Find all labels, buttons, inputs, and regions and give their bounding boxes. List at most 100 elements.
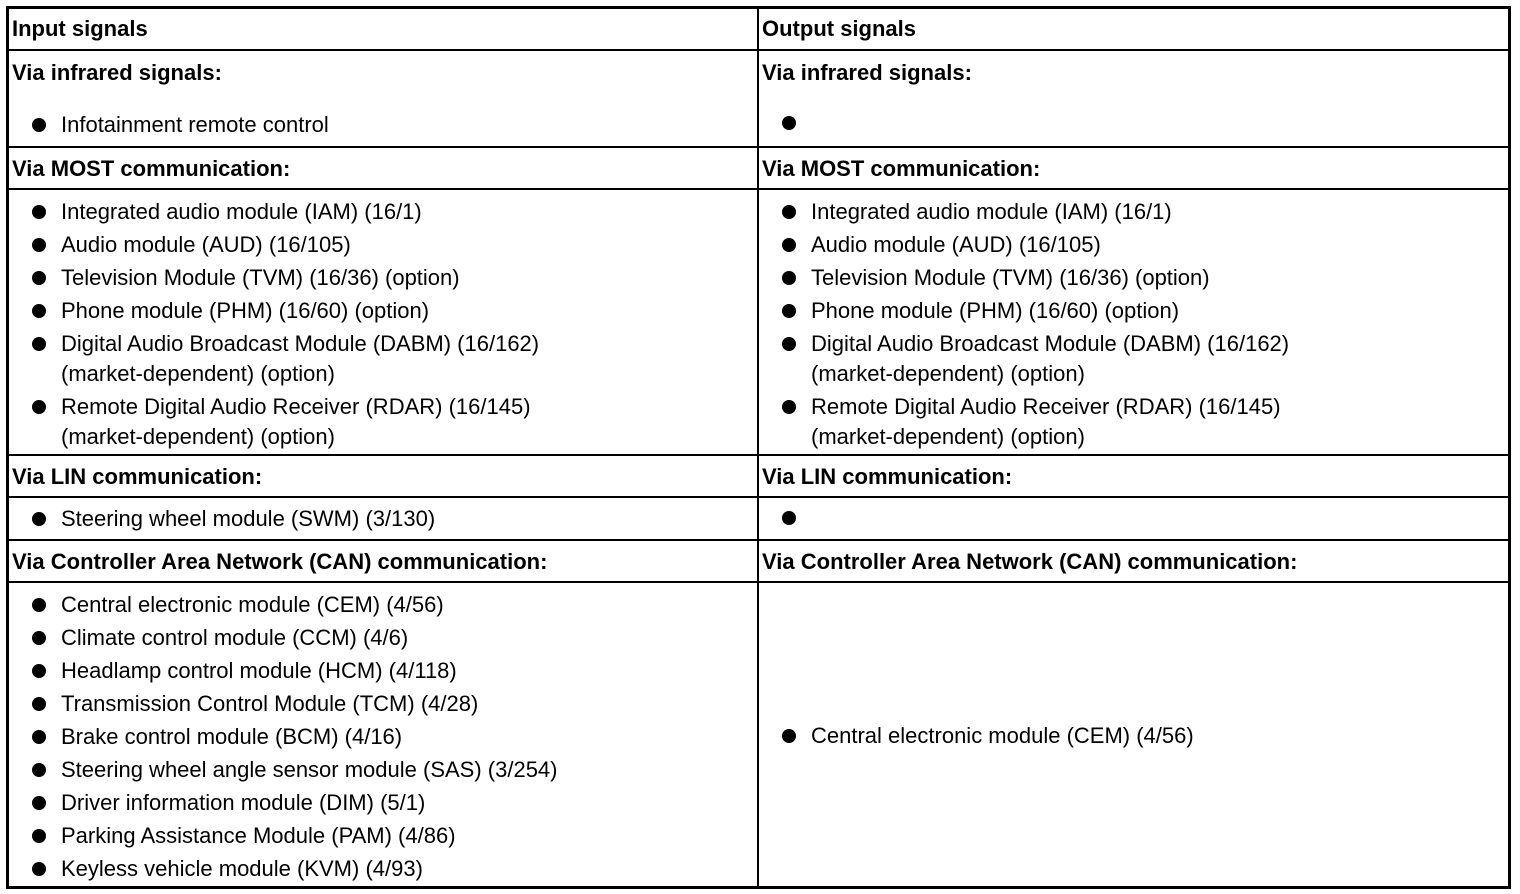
infrared-output-title: Via infrared signals: — [762, 60, 972, 85]
row-divider — [9, 539, 1508, 541]
bullet-icon — [32, 631, 46, 645]
list-item-text: Integrated audio module (IAM) (16/1) — [811, 199, 1172, 224]
bullet-icon — [32, 271, 46, 285]
bullet-icon — [32, 763, 46, 777]
list-item-text: Audio module (AUD) (16/105) — [811, 232, 1101, 257]
bullet-icon — [32, 829, 46, 843]
can-input-title: Via Controller Area Network (CAN) commun… — [12, 549, 548, 574]
list-item-text: Integrated audio module (IAM) (16/1) — [61, 199, 422, 224]
list-item-text: Remote Digital Audio Receiver (RDAR) (16… — [61, 394, 531, 419]
list-item — [762, 108, 811, 138]
lin-input-title: Via LIN communication: — [12, 464, 263, 489]
list-item — [762, 503, 811, 533]
list-item: Transmission Control Module (TCM) (4/28) — [12, 689, 558, 719]
list-item-text: Steering wheel module (SWM) (3/130) — [61, 506, 436, 531]
list-item-text: Steering wheel angle sensor module (SAS)… — [61, 757, 558, 782]
output-signals-header: Output signals — [762, 16, 916, 41]
list-item-text: Central electronic module (CEM) (4/56) — [61, 592, 444, 617]
list-item-text: Keyless vehicle module (KVM) (4/93) — [61, 856, 423, 881]
bullet-icon — [782, 729, 796, 743]
list-item: Parking Assistance Module (PAM) (4/86) — [12, 821, 558, 851]
bullet-icon — [782, 238, 796, 252]
bullet-icon — [782, 205, 796, 219]
list-item-text: Audio module (AUD) (16/105) — [61, 232, 351, 257]
list-item: Phone module (PHM) (16/60) (option) — [762, 296, 1289, 326]
bullet-icon — [32, 730, 46, 744]
can-output-list: Central electronic module (CEM) (4/56) — [762, 721, 1194, 754]
list-item-text: Brake control module (BCM) (4/16) — [61, 724, 403, 749]
list-item: Television Module (TVM) (16/36) (option) — [12, 263, 539, 293]
can-input-list: Central electronic module (CEM) (4/56) Cl… — [12, 590, 558, 887]
list-item-text: Driver information module (DIM) (5/1) — [61, 790, 426, 815]
row-divider — [9, 188, 1508, 190]
lin-output-list — [762, 503, 811, 536]
list-item: Central electronic module (CEM) (4/56) — [762, 721, 1194, 751]
list-item-text: Phone module (PHM) (16/60) (option) — [811, 298, 1180, 323]
can-output-title: Via Controller Area Network (CAN) commun… — [762, 549, 1298, 574]
list-item: Central electronic module (CEM) (4/56) — [12, 590, 558, 620]
bullet-icon — [32, 304, 46, 318]
infrared-input-list: Infotainment remote control — [12, 110, 329, 143]
list-item-text: Television Module (TVM) (16/36) (option) — [811, 265, 1210, 290]
list-item: Headlamp control module (HCM) (4/118) — [12, 656, 558, 686]
list-item-text: Infotainment remote control — [61, 112, 329, 137]
list-item-text: Parking Assistance Module (PAM) (4/86) — [61, 823, 456, 848]
bullet-icon — [782, 337, 796, 351]
bullet-icon — [782, 304, 796, 318]
list-item-text: Climate control module (CCM) (4/6) — [61, 625, 409, 650]
most-input-list: Integrated audio module (IAM) (16/1) Audi… — [12, 197, 539, 455]
list-item-continuation: (market-dependent) (option) — [61, 424, 335, 449]
list-item-text: Digital Audio Broadcast Module (DABM) (1… — [811, 331, 1290, 356]
list-item-text: Headlamp control module (HCM) (4/118) — [61, 658, 457, 683]
list-item-text: Central electronic module (CEM) (4/56) — [811, 723, 1194, 748]
bullet-icon — [782, 400, 796, 414]
list-item-continuation: (market-dependent) (option) — [61, 361, 335, 386]
bullet-icon — [782, 271, 796, 285]
list-item: Audio module (AUD) (16/105) — [12, 230, 539, 260]
list-item-continuation: (market-dependent) (option) — [811, 361, 1085, 386]
list-item-text: Transmission Control Module (TCM) (4/28) — [61, 691, 479, 716]
bullet-icon — [32, 118, 46, 132]
bullet-icon — [32, 205, 46, 219]
list-item: Climate control module (CCM) (4/6) — [12, 623, 558, 653]
list-item: Keyless vehicle module (KVM) (4/93) — [12, 854, 558, 884]
bullet-icon — [32, 664, 46, 678]
list-item: Infotainment remote control — [12, 110, 329, 140]
list-item: Television Module (TVM) (16/36) (option) — [762, 263, 1289, 293]
list-item-text: Digital Audio Broadcast Module (DABM) (1… — [61, 331, 540, 356]
bullet-icon — [32, 512, 46, 526]
infrared-output-list — [762, 108, 811, 141]
signals-table: Input signals Output signals Via infrare… — [6, 6, 1511, 889]
list-item-text: Remote Digital Audio Receiver (RDAR) (16… — [811, 394, 1281, 419]
list-item: Driver information module (DIM) (5/1) — [12, 788, 558, 818]
list-item: Remote Digital Audio Receiver (RDAR) (16… — [762, 392, 1289, 452]
bullet-icon — [32, 862, 46, 876]
lin-input-list: Steering wheel module (SWM) (3/130) — [12, 504, 435, 537]
list-item: Brake control module (BCM) (4/16) — [12, 722, 558, 752]
row-divider — [9, 454, 1508, 456]
lin-output-title: Via LIN communication: — [762, 464, 1013, 489]
bullet-icon — [782, 116, 796, 130]
bullet-icon — [32, 697, 46, 711]
list-item: Phone module (PHM) (16/60) (option) — [12, 296, 539, 326]
bullet-icon — [32, 238, 46, 252]
list-item-text: Phone module (PHM) (16/60) (option) — [61, 298, 430, 323]
bullet-icon — [32, 400, 46, 414]
row-divider — [9, 49, 1508, 51]
list-item: Remote Digital Audio Receiver (RDAR) (16… — [12, 392, 539, 452]
row-divider — [9, 496, 1508, 498]
most-output-title: Via MOST communication: — [762, 156, 1041, 181]
list-item: Integrated audio module (IAM) (16/1) — [12, 197, 539, 227]
list-item: Steering wheel angle sensor module (SAS)… — [12, 755, 558, 785]
column-divider — [757, 9, 759, 886]
bullet-icon — [32, 337, 46, 351]
most-output-list: Integrated audio module (IAM) (16/1) Audi… — [762, 197, 1289, 455]
list-item: Digital Audio Broadcast Module (DABM) (1… — [762, 329, 1289, 389]
bullet-icon — [32, 796, 46, 810]
bullet-icon — [32, 598, 46, 612]
list-item-text: Television Module (TVM) (16/36) (option) — [61, 265, 460, 290]
list-item: Digital Audio Broadcast Module (DABM) (1… — [12, 329, 539, 389]
row-divider — [9, 581, 1508, 583]
infrared-input-title: Via infrared signals: — [12, 60, 222, 85]
row-divider — [9, 146, 1508, 148]
